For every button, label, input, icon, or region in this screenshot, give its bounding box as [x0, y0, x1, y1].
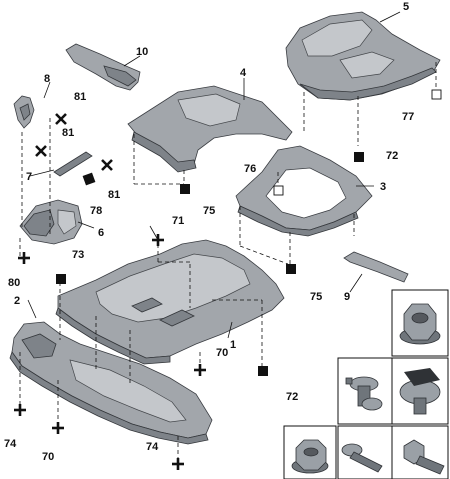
- part-7-strut: [53, 151, 93, 177]
- cross-symbol-81: [55, 113, 67, 125]
- open-square-symbol-76: [273, 185, 284, 196]
- callout-75: 75: [203, 205, 215, 217]
- part-2-front-shield: [9, 321, 213, 445]
- part-5-wheel-arch-liner: [285, 11, 441, 101]
- callout-81: 81: [108, 189, 120, 201]
- plus-symbol-70: [194, 364, 206, 376]
- assembly-guide-lines: [19, 62, 437, 460]
- part-4-middle-undertray: [127, 85, 293, 173]
- fastener-symbols: [14, 89, 442, 470]
- part-10-bracket: [65, 43, 141, 91]
- hardware-box-quarter-turn: [391, 357, 449, 425]
- plus-symbol-80: [18, 252, 30, 264]
- callout-70: 70: [216, 347, 228, 359]
- callout-8: 8: [44, 73, 50, 85]
- callout-9: 9: [344, 291, 350, 303]
- callout-73: 73: [72, 249, 84, 261]
- hardware-box-hex-nut: [283, 425, 337, 479]
- callout-80: 80: [8, 277, 20, 289]
- part-1-main-undertray: [55, 239, 285, 365]
- cross-symbol-81: [101, 159, 113, 171]
- square-symbol-75: [180, 184, 190, 194]
- hardware-box-push-clip: [337, 357, 393, 425]
- callout-3: 3: [380, 181, 386, 193]
- square-symbol-75: [286, 264, 296, 274]
- callout-70: 70: [42, 451, 54, 463]
- hardware-box-screw: [337, 425, 393, 479]
- callout-81: 81: [74, 91, 86, 103]
- callout-74: 74: [4, 438, 17, 450]
- square-symbol-78: [82, 172, 96, 186]
- plus-symbol-71: [152, 234, 164, 246]
- part-8-clip: [13, 95, 35, 129]
- callout-6: 6: [98, 227, 104, 239]
- part-3-rear-undertray: [235, 145, 373, 237]
- square-symbol-72: [354, 152, 364, 162]
- callout-78: 78: [90, 205, 102, 217]
- callout-74: 74: [146, 441, 159, 453]
- callout-81: 81: [62, 127, 74, 139]
- callout-75: 75: [310, 291, 322, 303]
- callout-5: 5: [403, 1, 409, 13]
- callout-72: 72: [286, 391, 298, 403]
- cross-symbol-81: [35, 145, 47, 157]
- plus-symbol-74: [172, 458, 184, 470]
- open-square-symbol-77: [431, 89, 442, 100]
- callout-labels: 5 10 4 8 81 77 81 72 76 7 3 81 78 75 71 …: [4, 1, 414, 463]
- callout-2: 2: [14, 295, 20, 307]
- leader-lines: [27, 11, 401, 339]
- plus-symbol-74: [14, 404, 26, 416]
- callout-76: 76: [244, 163, 256, 175]
- square-symbol-73: [56, 274, 66, 284]
- hardware-box-bolt: [391, 425, 449, 479]
- hardware-box-flange-nut: [391, 289, 449, 357]
- part-6-side-shield: [19, 199, 83, 245]
- callout-4: 4: [240, 67, 247, 79]
- hardware-key: [283, 289, 449, 479]
- part-9-strip: [343, 251, 409, 283]
- plus-symbol-70: [52, 422, 64, 434]
- callout-1: 1: [230, 339, 236, 351]
- callout-72: 72: [386, 150, 398, 162]
- callout-7: 7: [26, 171, 32, 183]
- square-symbol-72: [258, 366, 268, 376]
- callout-71: 71: [172, 215, 184, 227]
- callout-10: 10: [136, 46, 148, 58]
- callout-77: 77: [402, 111, 414, 123]
